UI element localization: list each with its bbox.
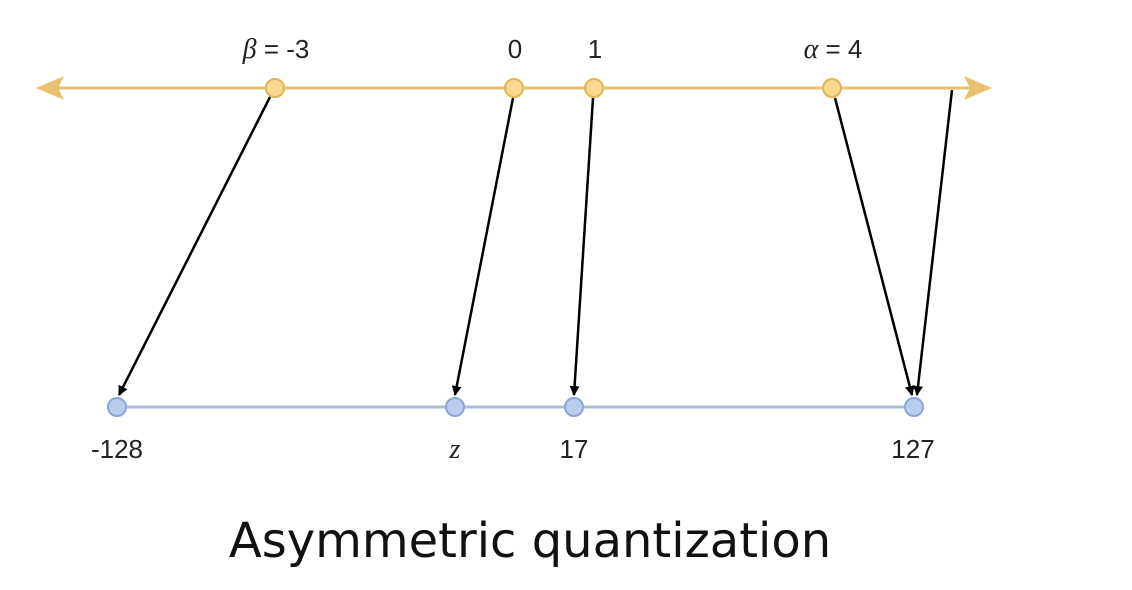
bottom-point-max [904,397,924,417]
bottom-points [107,397,924,417]
top-labels: β = -3 0 1 α = 4 [242,34,863,65]
beta-symbol: β [242,34,257,65]
top-label-one: 1 [588,34,602,64]
bottom-label-z: z [449,434,461,465]
alpha-value: = 4 [818,34,862,64]
alpha-symbol: α [804,34,820,65]
top-label-beta: β = -3 [242,34,310,65]
top-axis-left-arrowhead [36,76,64,100]
beta-value: = -3 [257,34,310,64]
bottom-point-min [107,397,127,417]
top-point-alpha [822,78,842,98]
arrow-beta-to-min [117,96,272,396]
arrow-zero-to-z [451,97,515,396]
top-axis-right-arrowhead [964,76,992,100]
bottom-point-17 [564,397,584,417]
mapping-arrows [117,89,954,396]
top-label-alpha: α = 4 [804,34,863,65]
bottom-labels: -128 z 17 127 [91,434,935,465]
arrow-alpha-to-max [833,97,915,396]
top-label-zero: 0 [508,34,522,64]
bottom-label-17: 17 [560,434,589,464]
top-points [265,78,842,98]
top-point-one [584,78,604,98]
top-point-zero [504,78,524,98]
arrow-one-to-17 [569,97,595,396]
top-point-beta [265,78,285,98]
bottom-point-z [445,397,465,417]
diagram-caption: Asymmetric quantization [229,513,831,569]
bottom-label-max: 127 [891,434,934,464]
arrow-clip-to-max [913,89,954,396]
bottom-label-min: -128 [91,434,143,464]
